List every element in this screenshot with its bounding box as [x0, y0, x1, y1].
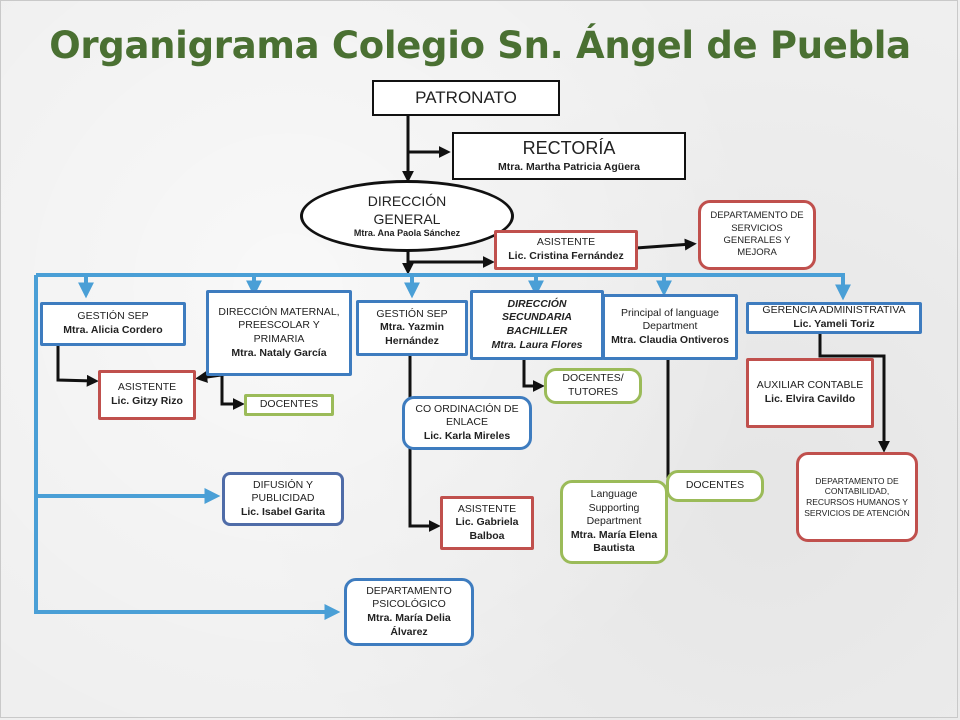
line-sep-gitzy	[56, 346, 99, 387]
node-person: Lic. Gabriela Balboa	[455, 516, 519, 542]
node-label: GESTIÓN SEP	[376, 307, 448, 320]
node-label: PATRONATO	[415, 87, 517, 107]
node-label: DIRECCIÓN MATERNAL, PREESCOLAR Y PRIMARI…	[218, 305, 340, 345]
node-person: Mtra. María Delia Álvarez	[367, 612, 451, 638]
node-person: Lic. Isabel Garita	[240, 505, 326, 518]
node-label: Principal of language Department	[620, 306, 720, 333]
node-person: Mtra. Yazmin Hernández	[380, 321, 444, 347]
node-asistente-gitzy: ASISTENTE Lic. Gitzy Rizo	[98, 370, 196, 420]
node-label: AUXILIAR CONTABLE	[756, 379, 864, 392]
node-auxiliar-contable: AUXILIAR CONTABLE Lic. Elvira Cavildo	[746, 358, 874, 428]
node-label: RECTORÍA	[522, 138, 616, 159]
node-label: GESTIÓN SEP	[77, 310, 149, 323]
node-label: DEPARTAMENTO DE SERVICIOS GENERALES Y ME…	[710, 210, 804, 259]
line-gerencia-contabilidad	[818, 332, 890, 453]
blue-trunk	[34, 275, 341, 620]
node-patronato: PATRONATO	[372, 80, 560, 116]
node-person: Mtra. Claudia Ontiveros	[611, 333, 729, 346]
line-maternal-docentes	[220, 374, 245, 410]
chart-title: Organigrama Colegio Sn. Ángel de Puebla	[49, 24, 911, 67]
node-direccion-general: DIRECCIÓN GENERAL Mtra. Ana Paola Sánche…	[300, 180, 514, 252]
node-direccion-maternal: DIRECCIÓN MATERNAL, PREESCOLAR Y PRIMARI…	[206, 290, 352, 376]
node-label: DOCENTES/ TUTORES	[562, 372, 624, 398]
node-label: GERENCIA ADMINISTRATIVA	[762, 304, 906, 317]
node-label: Language Supporting Department	[586, 487, 642, 528]
node-docentes-2: DOCENTES	[666, 470, 764, 502]
node-label: ASISTENTE	[536, 236, 596, 249]
node-depto-contabilidad: DEPARTAMENTO DE CONTABILIDAD, RECURSOS H…	[796, 452, 918, 542]
node-rectoria: RECTORÍA Mtra. Martha Patricia Agüera	[452, 132, 686, 180]
node-label: DOCENTES	[685, 479, 745, 492]
node-label: ASISTENTE	[117, 381, 177, 394]
node-gestion-sep-yazmin: GESTIÓN SEP Mtra. Yazmin Hernández	[356, 300, 468, 356]
node-docentes-tutores: DOCENTES/ TUTORES	[544, 368, 642, 404]
node-label: DIRECCIÓN	[367, 192, 447, 209]
node-depto-servicios: DEPARTAMENTO DE SERVICIOS GENERALES Y ME…	[698, 200, 816, 270]
line-asistente-servicios	[635, 238, 697, 251]
node-direccion-secundaria: DIRECCIÓN SECUNDARIA BACHILLER Mtra. Lau…	[470, 290, 604, 360]
node-asistente-gabriela: ASISTENTE Lic. Gabriela Balboa	[440, 496, 534, 550]
node-docentes-1: DOCENTES	[244, 394, 334, 416]
node-person: Lic. Yameli Toriz	[793, 318, 875, 330]
line-secundaria-tutores	[522, 360, 545, 392]
node-person: Lic. Karla Mireles	[423, 429, 511, 442]
node-person: Lic. Cristina Fernández	[508, 250, 624, 262]
node-label: ASISTENTE	[457, 502, 517, 515]
node-gerencia-admin: GERENCIA ADMINISTRATIVA Lic. Yameli Tori…	[746, 302, 922, 334]
node-person: Lic. Elvira Cavildo	[764, 393, 856, 405]
node-difusion: DIFUSIÓN Y PUBLICIDAD Lic. Isabel Garita	[222, 472, 344, 526]
node-label: DOCENTES	[259, 398, 319, 411]
node-label: DEPARTAMENTO DE CONTABILIDAD, RECURSOS H…	[804, 475, 910, 518]
node-person: Mtra. Alicia Cordero	[63, 324, 163, 336]
node-person: Mtra. Nataly García	[231, 346, 327, 359]
node-depto-psicologico: DEPARTAMENTO PSICOLÓGICO Mtra. María Del…	[344, 578, 474, 646]
node-principal-language: Principal of language Department Mtra. C…	[602, 294, 738, 360]
node-person: Mtra. María Elena Bautista	[570, 528, 658, 555]
node-person: Mtra. Ana Paola Sánchez	[353, 228, 461, 239]
node-person: Mtra. Martha Patricia Agüera	[498, 160, 640, 173]
node-person: Lic. Gitzy Rizo	[111, 395, 183, 407]
node-label: DIRECCIÓN SECUNDARIA BACHILLER	[501, 297, 572, 337]
node-asistente-cristina: ASISTENTE Lic. Cristina Fernández	[494, 230, 638, 270]
node-label: CO ORDINACIÓN DE ENLACE	[415, 402, 519, 429]
node-label: DEPARTAMENTO PSICOLÓGICO	[366, 584, 452, 611]
node-label: GENERAL	[373, 211, 441, 228]
node-label: DIFUSIÓN Y PUBLICIDAD	[251, 478, 315, 505]
node-coordinacion-enlace: CO ORDINACIÓN DE ENLACE Lic. Karla Mirel…	[402, 396, 532, 450]
node-gestion-sep-alicia: GESTIÓN SEP Mtra. Alicia Cordero	[40, 302, 186, 346]
node-language-supporting: Language Supporting Department Mtra. Mar…	[560, 480, 668, 564]
node-person: Mtra. Laura Flores	[491, 338, 583, 351]
